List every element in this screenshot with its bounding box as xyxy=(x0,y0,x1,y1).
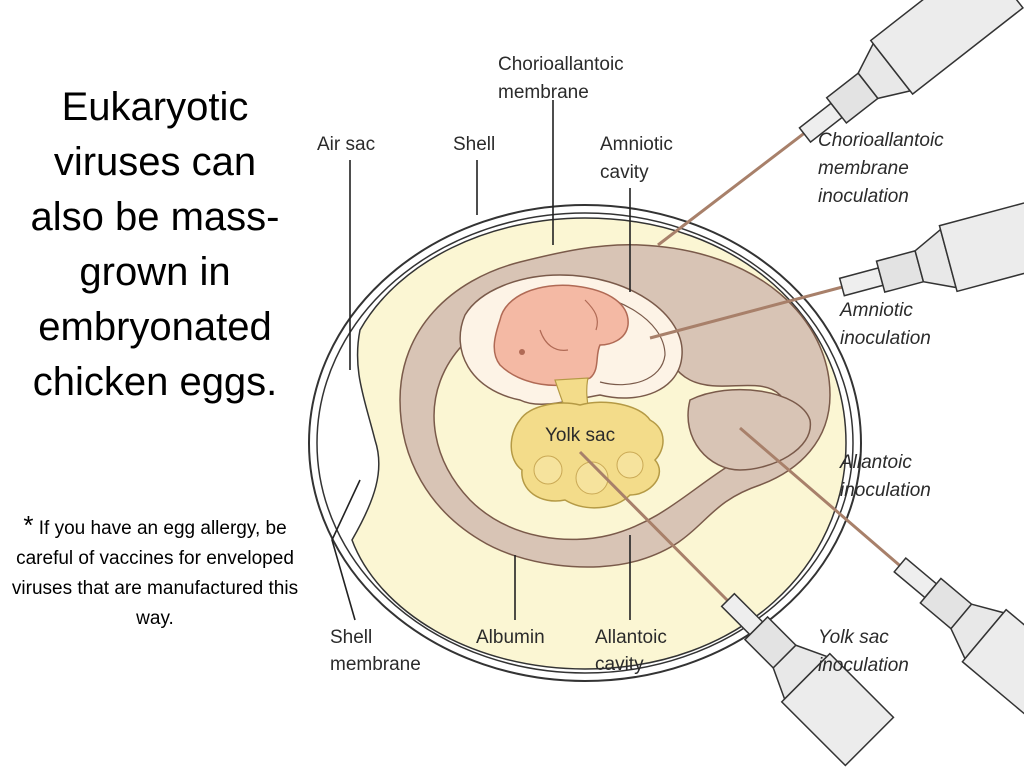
label-chorioallantoic-inoculation-1: Chorioallantoic xyxy=(818,130,944,151)
note-asterisk: * xyxy=(23,510,34,540)
label-shell: Shell xyxy=(453,134,495,155)
label-allantoic-inoculation-1: Allantoic xyxy=(839,452,912,473)
yolk-lobe xyxy=(616,451,644,479)
label-amniotic-cavity-2: cavity xyxy=(600,162,649,183)
label-air-sac: Air sac xyxy=(317,134,375,155)
needle-chorioallantoic xyxy=(657,123,816,247)
syringe-yolk-sac xyxy=(720,592,895,767)
label-chorioallantoic-inoculation-2: membrane xyxy=(818,158,909,179)
label-shell-membrane-1: Shell xyxy=(330,627,372,648)
title-line: chicken eggs. xyxy=(32,360,278,404)
label-chorioallantoic-inoculation-3: inoculation xyxy=(818,186,909,207)
label-yolk-sac: Yolk sac xyxy=(545,425,615,446)
label-chorioallantoic-membrane-1: Chorioallantoic xyxy=(498,54,624,75)
label-yolk-sac-inoculation-2: inoculation xyxy=(818,655,909,676)
note-text: If you have an egg allergy, be careful o… xyxy=(11,518,299,629)
needle-yolk-sac xyxy=(578,450,737,610)
leader-shell-membrane xyxy=(331,479,361,621)
yolk-lobe xyxy=(533,455,563,485)
label-albumin: Albumin xyxy=(476,627,545,648)
label-amniotic-inoculation-2: inoculation xyxy=(840,328,931,349)
syringe-allantoic xyxy=(893,557,1024,728)
title-line: viruses can xyxy=(53,140,257,184)
label-allantoic-inoculation-2: inoculation xyxy=(840,480,931,501)
allergy-note: * If you have an egg allergy, be careful… xyxy=(10,510,300,634)
slide-title: Eukaryotic viruses can also be mass- gro… xyxy=(0,80,310,410)
needle-allantoic xyxy=(739,426,906,572)
embryo-eye xyxy=(519,349,525,355)
syringe-chorioallantoic xyxy=(798,0,1024,144)
embryo-limb xyxy=(584,299,598,331)
label-allantoic-cavity-2: cavity xyxy=(595,654,644,675)
label-yolk-sac-inoculation-1: Yolk sac xyxy=(818,627,889,648)
title-line: Eukaryotic xyxy=(61,85,249,129)
allantoic-pocket xyxy=(687,388,811,471)
shell-membrane xyxy=(316,212,854,674)
embryo-limb xyxy=(539,329,569,351)
label-allantoic-cavity-1: Allantoic xyxy=(595,627,667,648)
label-shell-membrane-2: membrane xyxy=(330,654,421,675)
label-amniotic-inoculation-1: Amniotic xyxy=(839,300,913,321)
syringe-amniotic xyxy=(838,193,1024,297)
title-line: embryonated xyxy=(38,305,272,349)
embryo xyxy=(493,284,629,387)
label-amniotic-cavity-1: Amniotic xyxy=(600,134,673,155)
yolk-lobe xyxy=(575,461,609,495)
needle-amniotic xyxy=(649,283,851,340)
label-chorioallantoic-membrane-2: membrane xyxy=(498,82,589,103)
allantoic-cavity xyxy=(399,243,831,568)
title-line: grown in xyxy=(79,250,231,294)
title-line: also be mass- xyxy=(30,195,280,239)
